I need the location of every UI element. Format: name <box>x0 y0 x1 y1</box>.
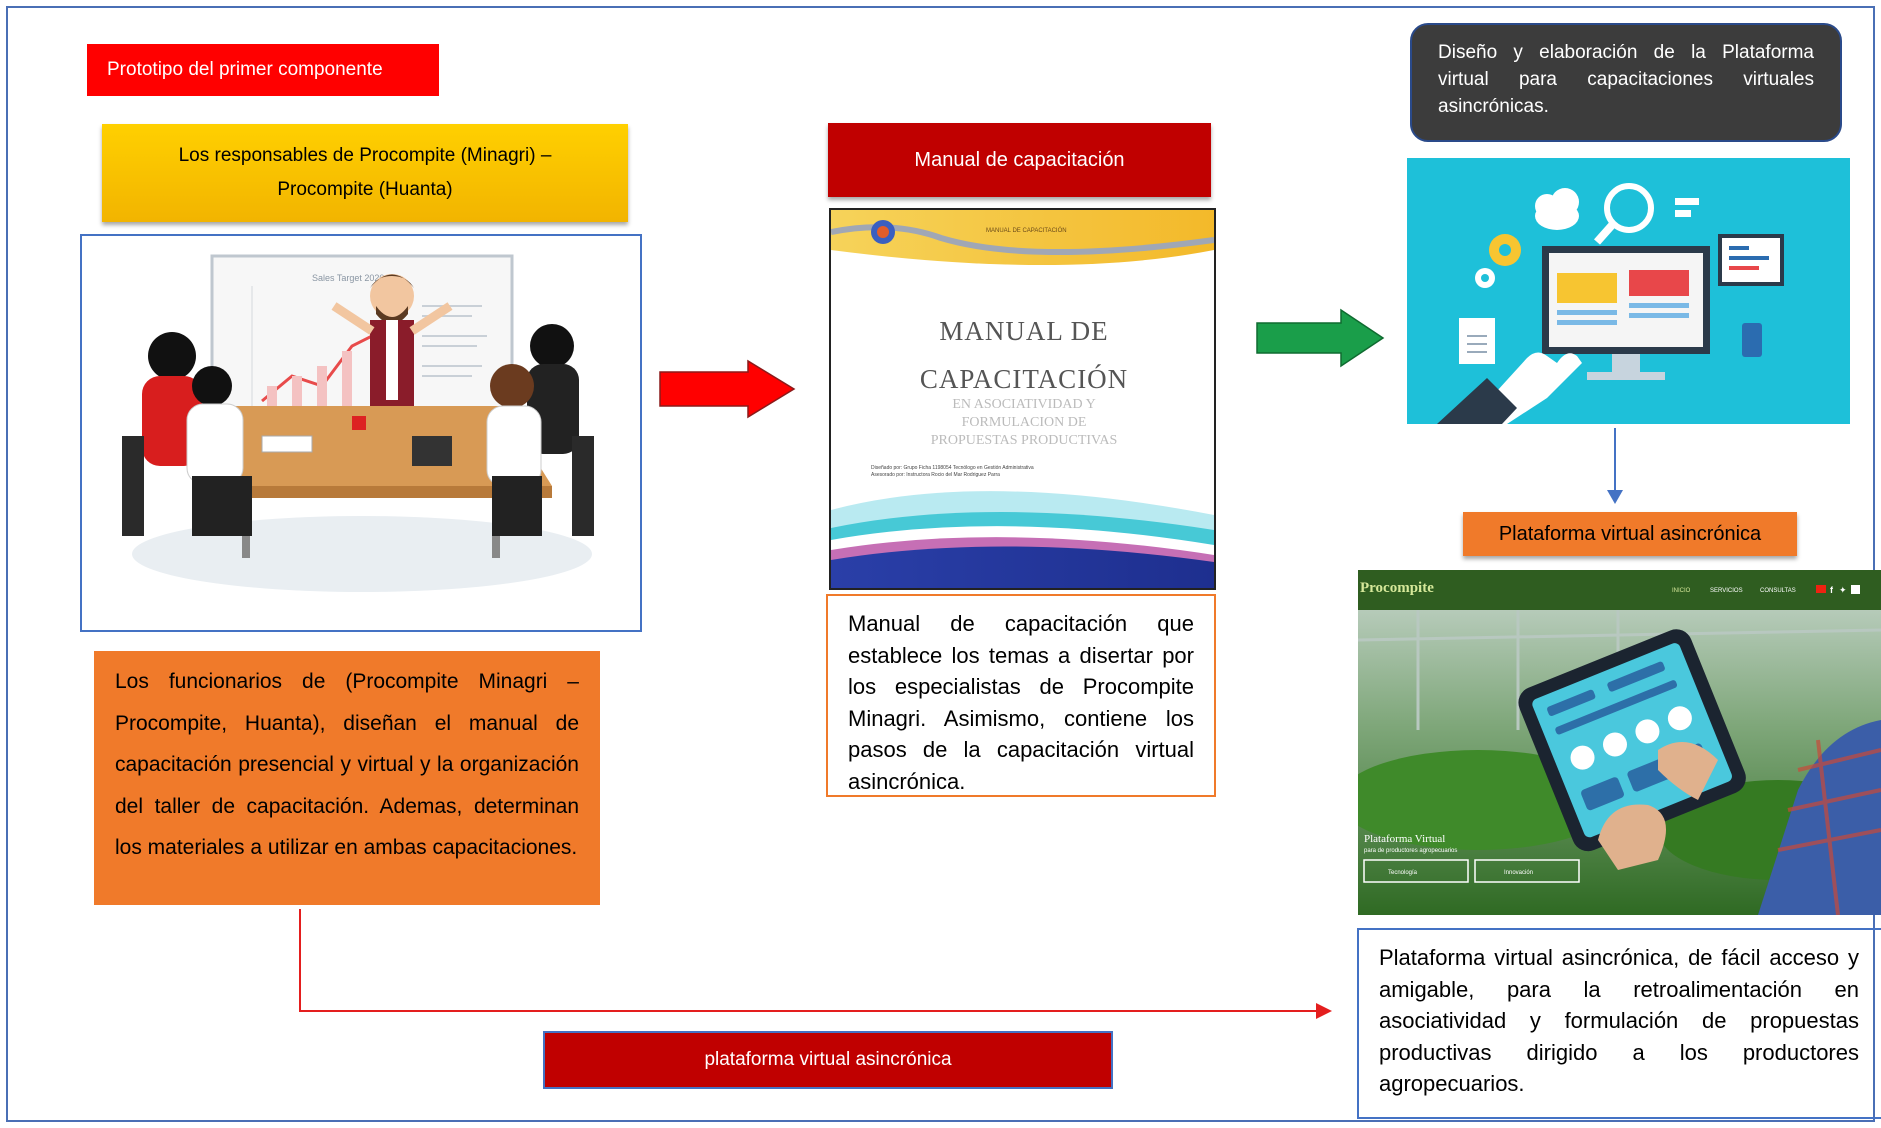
facebook-icon[interactable]: f <box>1830 585 1834 595</box>
diagram-frame <box>6 6 1875 1122</box>
prototype-label: Prototipo del primer componente <box>87 44 439 96</box>
red-arrow <box>659 359 796 419</box>
green-arrow <box>1256 308 1385 368</box>
prototype-label-text: Prototipo del primer componente <box>107 59 383 80</box>
youtube-icon[interactable] <box>1816 585 1826 593</box>
meeting-scene: Sales Target 2020 <box>122 254 594 592</box>
instagram-icon[interactable] <box>1851 585 1860 594</box>
plataforma-label: Plataforma virtual asincrónica <box>1463 512 1797 556</box>
twitter-icon[interactable]: ✦ <box>1839 585 1847 595</box>
website-button-2-label: Innovación <box>1504 870 1533 876</box>
board-title: Sales Target 2020 <box>312 273 384 283</box>
responsables-label-text: Los responsables de Procompite (Minagri)… <box>178 145 552 200</box>
website-button-2[interactable] <box>1474 859 1580 883</box>
plataforma-description-text: Plataforma virtual asincrónica, de fácil… <box>1379 945 1859 1096</box>
computer-illustration <box>1407 158 1850 424</box>
cover-title-line1: MANUAL DE <box>939 316 1108 346</box>
manual-description-text: Manual de capacitación que establece los… <box>848 611 1194 794</box>
manual-description-box: Manual de capacitación que establece los… <box>826 594 1216 797</box>
cover-subtitle-line1: EN ASOCIATIVIDAD Y <box>952 397 1095 412</box>
website-button-1[interactable] <box>1363 859 1469 883</box>
funcionarios-text: Los funcionarios de (Procompite Minagri … <box>115 670 579 859</box>
manual-label: Manual de capacitación <box>828 123 1211 197</box>
website-art: Procompite INICIO SERVICIOS CONSULTAS f … <box>1358 570 1881 915</box>
down-connector-arrow <box>1607 428 1623 504</box>
bottom-label-text: plataforma virtual asincrónica <box>704 1049 952 1070</box>
diseno-label-text: Diseño y elaboración de la Plataforma vi… <box>1438 42 1814 117</box>
manual-cover-art: MANUAL DE CAPACITACIÓN MANUAL DE CAPACIT… <box>831 210 1214 588</box>
cover-title-line2: CAPACITACIÓN <box>920 364 1128 394</box>
cover-credits-line1: Diseñado por: Grupo Ficha 1198054 Tecnól… <box>871 465 1034 471</box>
funcionarios-textbox: Los funcionarios de (Procompite Minagri … <box>94 651 600 905</box>
website-screenshot: Procompite INICIO SERVICIOS CONSULTAS f … <box>1358 570 1881 915</box>
cover-subtitle-line3: PROPUESTAS PRODUCTIVAS <box>931 433 1118 448</box>
responsables-label: Los responsables de Procompite (Minagri)… <box>102 124 628 222</box>
plataforma-label-text: Plataforma virtual asincrónica <box>1498 522 1762 545</box>
website-nav-2: SERVICIOS <box>1710 588 1743 594</box>
website-nav-1: INICIO <box>1672 588 1691 594</box>
cover-credits-line2: Asesorado por: Instructora Rocio del Mar… <box>871 472 1000 478</box>
meeting-illustration: Sales Target 2020 <box>80 234 642 632</box>
plataforma-description-box: Plataforma virtual asincrónica, de fácil… <box>1357 928 1881 1119</box>
bottom-label: plataforma virtual asincrónica <box>543 1031 1113 1089</box>
website-button-1-label: Tecnología <box>1388 870 1418 876</box>
manual-cover: MANUAL DE CAPACITACIÓN MANUAL DE CAPACIT… <box>829 208 1216 590</box>
website-hero-title: Plataforma Virtual <box>1364 833 1445 845</box>
website-brand: Procompite <box>1360 580 1434 596</box>
computer-art <box>1437 183 1784 424</box>
manual-label-text: Manual de capacitación <box>914 148 1125 171</box>
cover-header-small: MANUAL DE CAPACITACIÓN <box>986 227 1067 234</box>
cover-subtitle-line2: FORMULACION DE <box>962 415 1087 430</box>
bottom-connector-arrow <box>299 909 1332 1019</box>
diseno-label: Diseño y elaboración de la Plataforma vi… <box>1410 23 1842 142</box>
website-hero-subtitle: para de productores agropecuarios <box>1364 848 1457 854</box>
website-nav-3: CONSULTAS <box>1760 588 1796 594</box>
